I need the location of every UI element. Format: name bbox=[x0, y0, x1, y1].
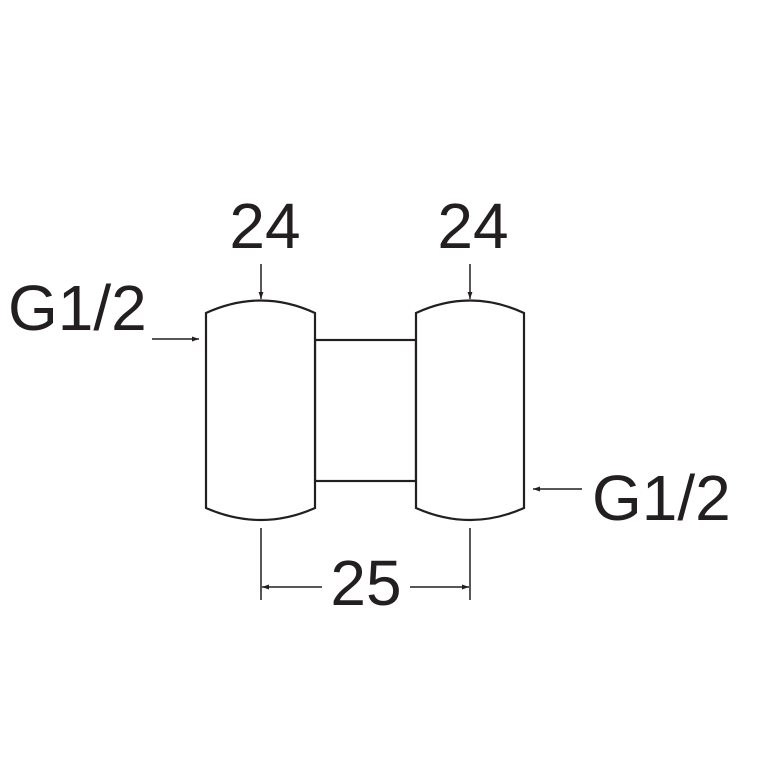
label-top-left-diameter: 24 bbox=[229, 190, 300, 262]
label-right-thread: G1/2 bbox=[592, 462, 731, 534]
right-nut bbox=[414, 299, 526, 522]
left-nut bbox=[204, 299, 317, 522]
connector-body bbox=[313, 338, 418, 483]
label-center-distance: 25 bbox=[330, 547, 401, 619]
label-left-thread: G1/2 bbox=[8, 272, 147, 344]
label-top-right-diameter: 24 bbox=[437, 190, 508, 262]
